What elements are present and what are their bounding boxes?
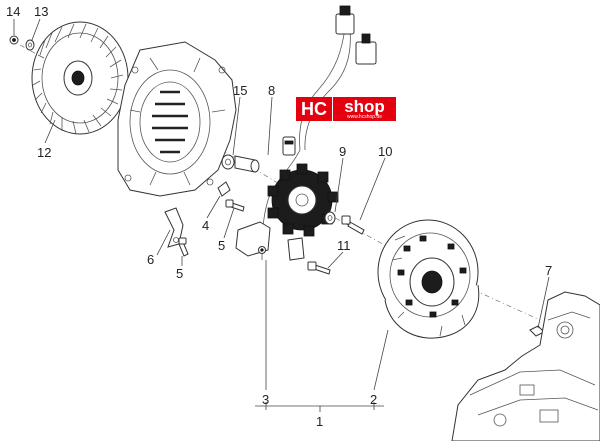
cable-grommet xyxy=(282,136,296,156)
callout-8: 8 xyxy=(268,83,275,98)
fan-nut xyxy=(9,35,19,45)
logo-subtext: www.hcshop.de xyxy=(346,114,383,120)
pickup-bracket xyxy=(235,221,305,261)
callout-1: 1 xyxy=(316,414,323,429)
logo-shop-text: shop xyxy=(333,97,396,121)
stator-bolt xyxy=(341,215,365,235)
stator-washer xyxy=(324,211,336,225)
engine-block xyxy=(451,291,600,441)
callout-14: 14 xyxy=(6,4,20,19)
crankcase-cover xyxy=(117,41,237,197)
cooling-fan xyxy=(31,21,129,135)
wire-harness xyxy=(261,5,377,261)
callout-5-lower: 5 xyxy=(176,266,183,281)
callout-4: 4 xyxy=(202,218,209,233)
callout-15: 15 xyxy=(233,83,247,98)
leader-lines xyxy=(13,18,550,412)
spacer-bushing xyxy=(221,154,260,173)
pickup-screw xyxy=(307,261,331,275)
callout-13: 13 xyxy=(34,4,48,19)
clip-screw xyxy=(225,199,245,212)
callout-6: 6 xyxy=(147,252,154,267)
callout-5-upper: 5 xyxy=(218,238,225,253)
logo-hc-text: HC xyxy=(296,97,332,121)
callout-9: 9 xyxy=(339,144,346,159)
callout-7: 7 xyxy=(545,263,552,278)
callouts: 14 13 12 15 8 9 10 4 5 6 5 11 7 3 2 1 xyxy=(6,4,552,429)
callout-10: 10 xyxy=(378,144,392,159)
callout-2: 2 xyxy=(370,392,377,407)
hc-shop-logo: HC shop www.hcshop.de xyxy=(296,97,396,121)
cable-clip xyxy=(217,181,231,197)
callout-11: 11 xyxy=(337,238,351,253)
plate-screw xyxy=(178,237,189,257)
flywheel-rotor xyxy=(377,219,480,339)
stator xyxy=(267,163,339,237)
fan-washer xyxy=(25,39,35,51)
callout-12: 12 xyxy=(37,145,51,160)
callout-3: 3 xyxy=(262,392,269,407)
